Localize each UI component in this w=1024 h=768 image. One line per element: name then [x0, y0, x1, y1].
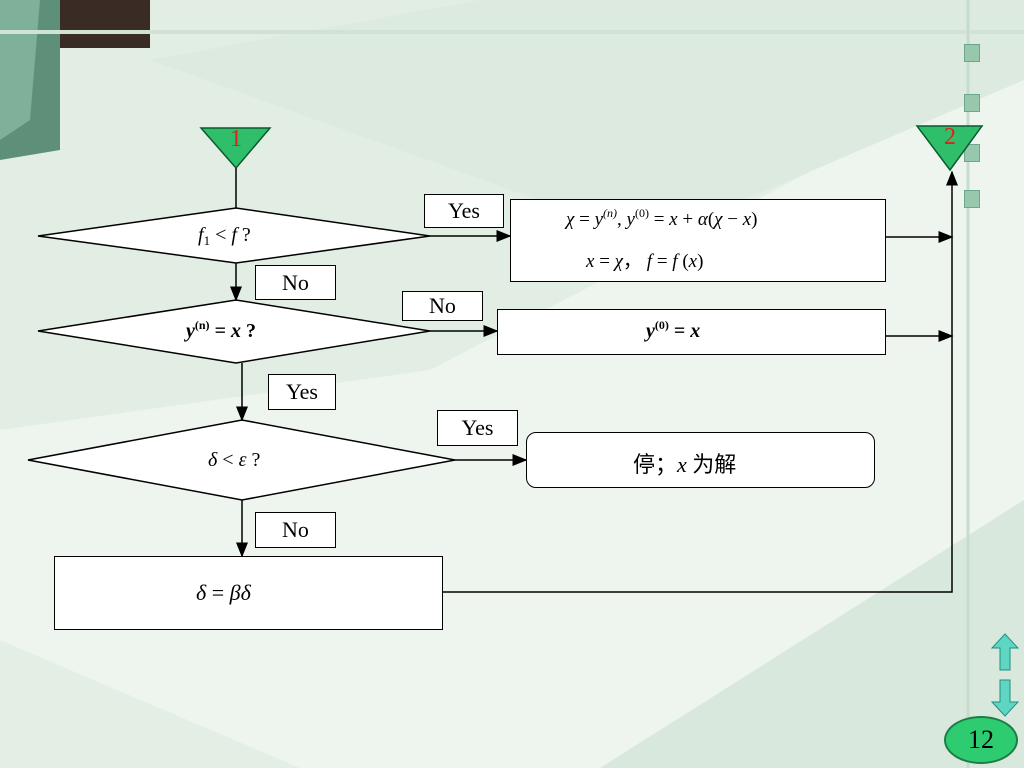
- no-label: No: [402, 291, 483, 321]
- reset-box: [497, 309, 886, 355]
- yes-label: Yes: [437, 410, 518, 446]
- update-box: [510, 199, 886, 282]
- update-line-1: χ = y(n), y(0) = x + α(χ − x): [566, 206, 758, 230]
- no-label: No: [255, 265, 336, 300]
- connector: [443, 170, 958, 593]
- no-label: No: [255, 512, 336, 548]
- deco-square: [964, 94, 980, 112]
- stop-text: 停；x 为解: [633, 452, 737, 477]
- up-arrow-icon[interactable]: [990, 632, 1020, 672]
- update-line-2: x = χ， f = f (x): [586, 251, 704, 272]
- end-marker-shape: [915, 125, 984, 172]
- down-arrow-icon[interactable]: [990, 678, 1020, 718]
- decision-1-text: f1 < f ?: [198, 224, 251, 248]
- start-marker-label: 1: [230, 126, 242, 152]
- reset-text: y(0) = x: [646, 318, 701, 342]
- yes-label: Yes: [268, 374, 336, 410]
- start-marker-shape: [199, 127, 272, 170]
- yes-label: Yes: [424, 194, 504, 228]
- decision-3-text: δ < ε ?: [208, 449, 261, 471]
- page-number-badge: 12: [944, 716, 1018, 764]
- deco-square: [964, 190, 980, 208]
- shrink-text: δ = βδ: [196, 580, 251, 605]
- deco-square: [964, 44, 980, 62]
- end-marker-label: 2: [944, 124, 956, 150]
- stop-box: [526, 432, 875, 488]
- deco-square: [964, 144, 980, 162]
- shrink-box: [54, 556, 443, 630]
- decision-2-text: y(n) = x ?: [186, 318, 256, 342]
